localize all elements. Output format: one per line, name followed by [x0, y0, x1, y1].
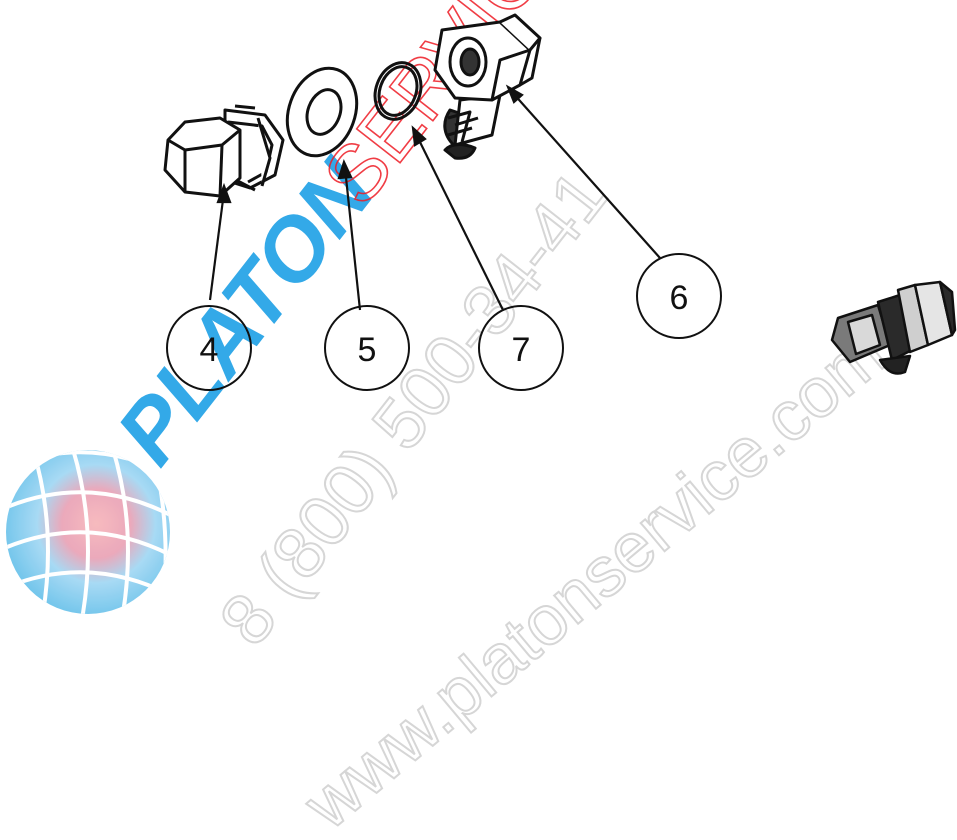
leader-line-7 [415, 133, 504, 311]
leader-arrowhead-4 [216, 182, 232, 204]
leader-lines [208, 84, 661, 311]
leader-line-6 [511, 91, 661, 259]
callout-6: 6 [636, 253, 722, 339]
callout-4-label: 4 [200, 331, 219, 369]
callout-5: 5 [324, 305, 410, 391]
part-6-elbow-fitting [433, 13, 542, 160]
callout-5-label: 5 [358, 331, 377, 369]
part-5-washer [285, 66, 359, 158]
callout-7-label: 7 [512, 331, 531, 369]
callout-6-label: 6 [670, 279, 689, 317]
leader-arrowhead-6 [505, 84, 524, 104]
leader-line-4 [208, 191, 226, 301]
part-7-o-ring [373, 61, 423, 121]
assembled-fitting [830, 280, 957, 375]
callout-7: 7 [478, 305, 564, 391]
watermark-globe-logo [6, 450, 170, 614]
leader-arrowhead-5 [337, 158, 353, 180]
callout-4: 4 [166, 305, 252, 391]
leader-arrowhead-7 [411, 125, 427, 147]
part-4-fitting [163, 104, 285, 198]
leader-line-5 [343, 167, 362, 311]
